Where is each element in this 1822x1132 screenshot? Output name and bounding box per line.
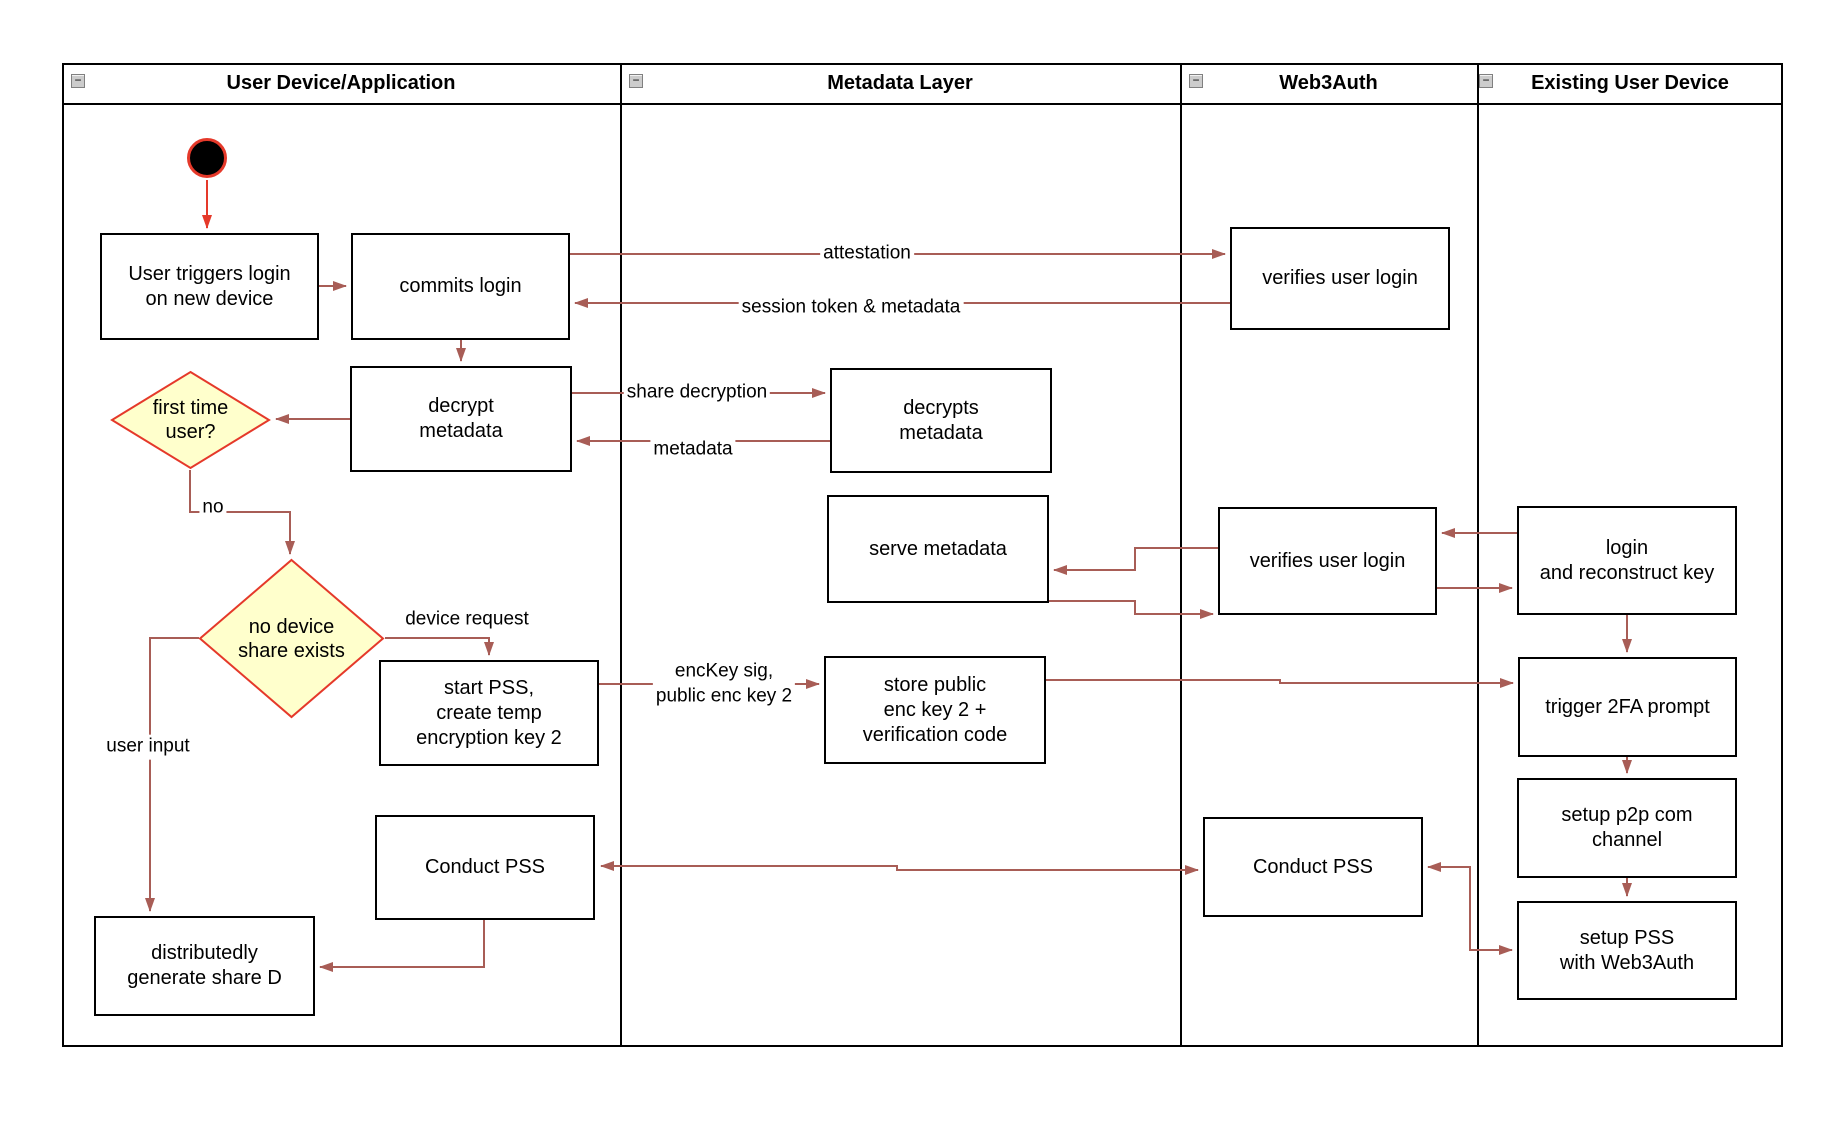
- node-setup-pss-web3auth[interactable]: setup PSS with Web3Auth: [1517, 901, 1737, 1000]
- decision-no-device-share[interactable]: no device share exists: [198, 558, 385, 719]
- node-commits-login[interactable]: commits login: [351, 233, 570, 340]
- node-user-triggers-login[interactable]: User triggers login on new device: [100, 233, 319, 340]
- node-store-public-key[interactable]: store public enc key 2 + verification co…: [824, 656, 1046, 764]
- node-conduct-pss-web3auth[interactable]: Conduct PSS: [1203, 817, 1423, 917]
- node-decrypts-metadata[interactable]: decrypts metadata: [830, 368, 1052, 473]
- decision-label: first time user?: [152, 397, 229, 443]
- edge-label-attestation: attestation: [820, 241, 914, 267]
- node-login-reconstruct-key[interactable]: login and reconstruct key: [1517, 506, 1737, 615]
- node-serve-metadata[interactable]: serve metadata: [827, 495, 1049, 603]
- lane-header-user-device: User Device/Application: [226, 72, 456, 94]
- lane-header-existing-device: Existing User Device: [1531, 72, 1729, 94]
- edge-label-metadata: metadata: [650, 437, 736, 463]
- edge-label-enckey-sig: encKey sig, public enc key 2: [652, 659, 796, 709]
- diagram-frame: [62, 63, 1783, 1047]
- start-node[interactable]: [187, 138, 227, 178]
- lane-header-web3auth: Web3Auth: [1279, 72, 1378, 94]
- lane-divider-2: [1180, 63, 1182, 1047]
- collapse-minus-icon[interactable]: −: [1189, 74, 1203, 88]
- node-start-pss[interactable]: start PSS, create temp encryption key 2: [379, 660, 599, 766]
- diamond-shape: [198, 558, 385, 719]
- node-verifies-user-login-1[interactable]: verifies user login: [1230, 227, 1450, 330]
- edge-label-device-request: device request: [402, 607, 532, 633]
- node-conduct-pss-user[interactable]: Conduct PSS: [375, 815, 595, 920]
- lane-divider-1: [620, 63, 622, 1047]
- decision-label: no device share exists: [238, 615, 345, 662]
- collapse-minus-icon[interactable]: −: [629, 74, 643, 88]
- lane-header-metadata-layer: Metadata Layer: [827, 72, 973, 94]
- decision-first-time-user[interactable]: first time user?: [110, 370, 271, 470]
- diamond-shape: [110, 370, 271, 470]
- lane-divider-3: [1477, 63, 1479, 1047]
- collapse-minus-icon[interactable]: −: [1479, 74, 1493, 88]
- node-setup-p2p[interactable]: setup p2p com channel: [1517, 778, 1737, 878]
- edge-label-share-decryption: share decryption: [623, 380, 771, 406]
- edge-label-no: no: [199, 495, 227, 521]
- edge-label-session-token: session token & metadata: [738, 295, 964, 321]
- collapse-minus-icon[interactable]: −: [71, 74, 85, 88]
- edge-label-user-input: user input: [103, 734, 193, 760]
- node-decrypt-metadata[interactable]: decrypt metadata: [350, 366, 572, 472]
- node-distributedly-generate[interactable]: distributedly generate share D: [94, 916, 315, 1016]
- header-divider: [62, 103, 1783, 105]
- node-verifies-user-login-2[interactable]: verifies user login: [1218, 507, 1437, 615]
- node-trigger-2fa[interactable]: trigger 2FA prompt: [1518, 657, 1737, 757]
